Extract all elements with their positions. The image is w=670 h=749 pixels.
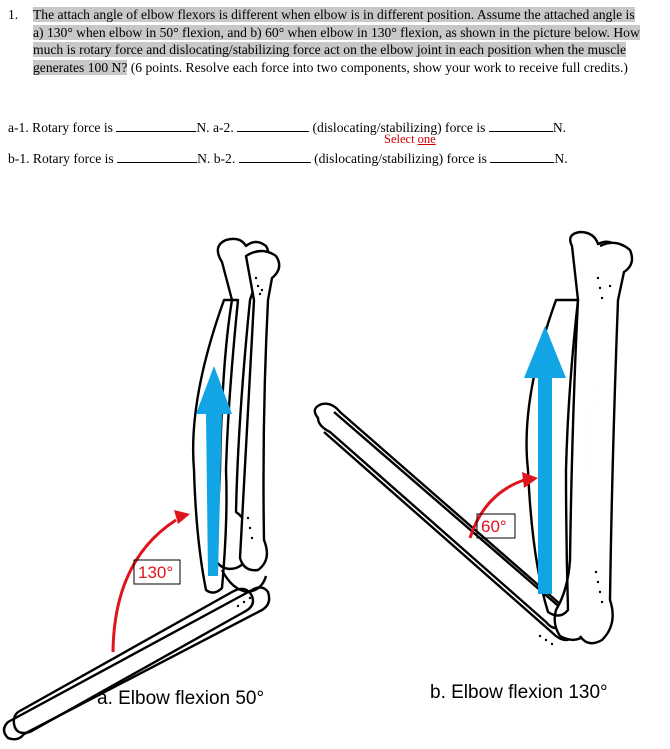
question-text: The attach angle of elbow flexors is dif… [33,6,643,76]
a1-label: a-1. Rotary force is [8,120,113,135]
select-one-link[interactable]: one [417,132,436,146]
b2-value-blank[interactable] [490,150,555,163]
select-one-note: Select one [384,132,436,146]
b2-force-text: (dislocating/stabilizing) force is [314,151,487,166]
question-number: 1. [8,7,19,22]
answer-row-b: b-1. Rotary force is N. b-2. (dislocatin… [8,150,568,167]
figure-a-bones [2,237,281,741]
a2-blank[interactable] [237,119,310,132]
caption-a: a. Elbow flexion 50° [97,688,265,709]
elbow-figure: 130° 60° [2,230,634,741]
force-arrow-a [196,366,232,576]
angle-label-a: 130° [138,563,173,582]
a2-label: N. a-2. [196,120,234,135]
question-instructions: (6 points. Resolve each force into two c… [127,59,628,75]
a1-blank[interactable] [116,119,197,132]
figure-a-dots [236,276,264,608]
angle-arc-a [111,518,177,653]
angle-label-b: 60° [481,517,507,536]
figure-b-bones [313,230,634,645]
figure-b-dots [538,276,612,646]
angle-arc-b [468,478,525,539]
a2-end: N. [552,120,567,135]
a2-value-blank[interactable] [488,119,553,132]
b2-label: N. b-2. [197,151,236,166]
answer-row-a: a-1. Rotary force is N. a-2. (dislocatin… [8,119,566,136]
force-arrow-b [524,326,566,594]
b2-end: N. [554,151,568,166]
angle-arrowhead-a [174,510,190,524]
b1-label: b-1. Rotary force is [8,151,114,166]
caption-b: b. Elbow flexion 130° [430,682,608,703]
b1-blank[interactable] [117,150,198,163]
b2-blank[interactable] [238,150,311,163]
angle-arrowhead-b [522,472,538,488]
a2-force-text: (dislocating/stabilizing) force is [312,120,486,135]
